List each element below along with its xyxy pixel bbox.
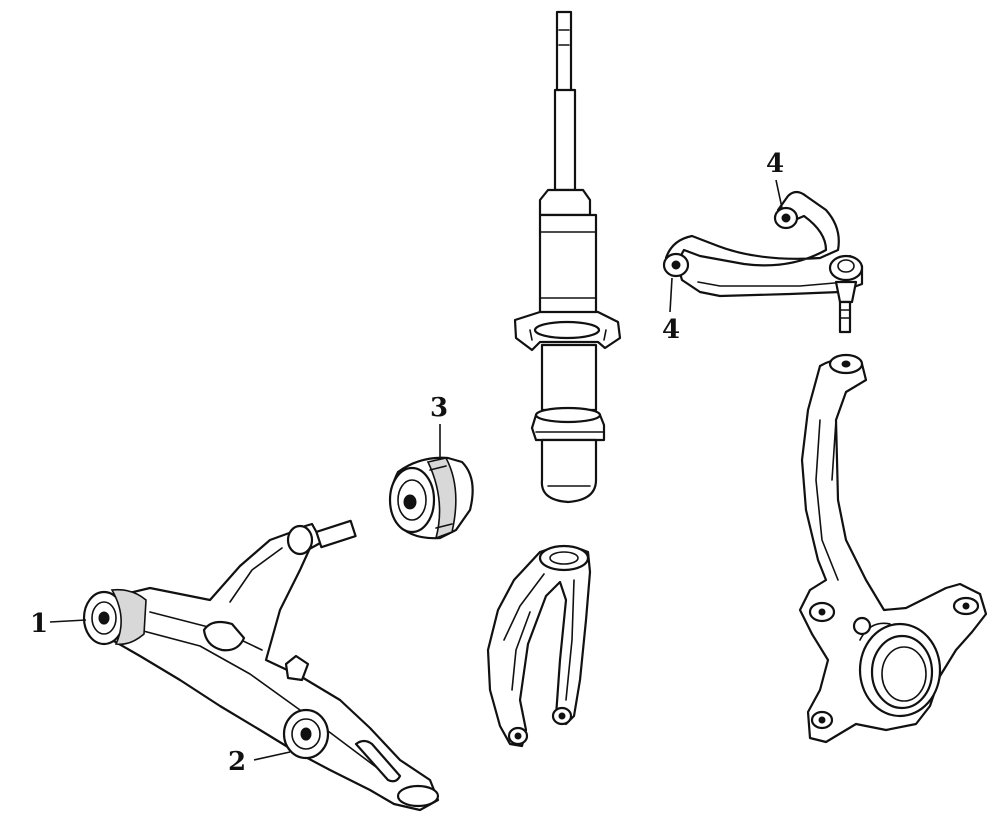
callout-2: 2 [228,747,246,777]
leader-line-1 [49,619,87,623]
callout-1: 1 [30,609,48,639]
upper-control-arm [662,190,864,334]
leader-line-4b [669,277,673,313]
lower-control-arm [82,519,440,812]
damper-fork [486,544,592,748]
callout-3: 3 [430,393,448,423]
callout-4-lower: 4 [662,315,680,345]
leader-line-2 [253,751,291,761]
steering-knuckle [798,353,988,744]
callout-4-upper: 4 [766,149,784,179]
compliance-bushing [388,456,474,540]
leader-line-4a [775,179,783,209]
shock-absorber [513,10,622,504]
